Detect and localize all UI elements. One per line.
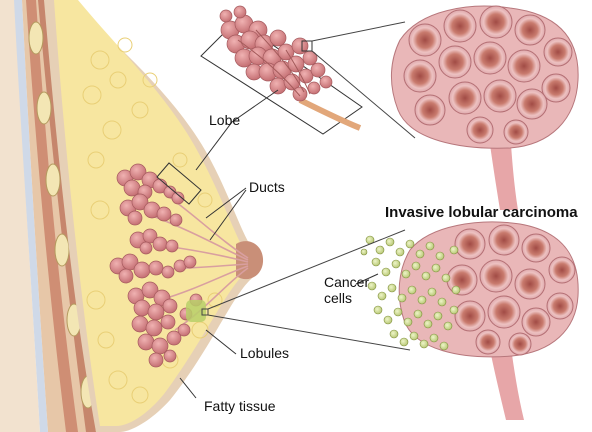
breast-cross-section: [0, 0, 263, 432]
tumor-line-lower: [208, 315, 410, 350]
lobules-label: Lobules: [240, 346, 289, 362]
cancer-cells-label-line1: Cancer: [324, 275, 369, 291]
normal-lobule: [391, 6, 578, 210]
lobules-callout: [206, 330, 236, 354]
tumor-patch: [186, 300, 206, 322]
zoom-line-top: [312, 22, 405, 41]
lobe-label: Lobe: [209, 113, 240, 129]
carcinoma-title: Invasive lobular carcinoma: [385, 205, 578, 222]
fatty-callout: [180, 378, 196, 398]
fatty-tissue-label: Fatty tissue: [204, 399, 276, 415]
lobe-duct: [300, 100, 360, 128]
ducts-label: Ducts: [249, 180, 285, 196]
carcinoma-lobule: [208, 222, 578, 420]
cancer-cells-label-line2: cells: [324, 291, 352, 307]
